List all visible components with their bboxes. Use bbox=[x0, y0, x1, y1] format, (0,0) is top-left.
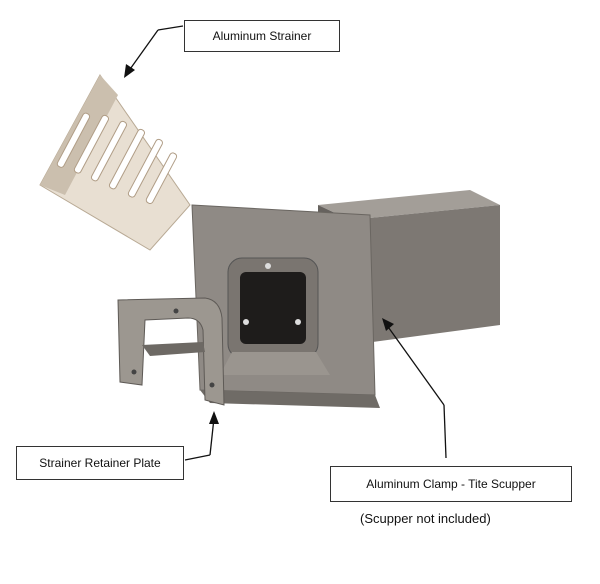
label-aluminum-strainer: Aluminum Strainer bbox=[184, 20, 340, 52]
arrowheads bbox=[124, 64, 394, 424]
label-aluminum-clamp-tite-scupper: Aluminum Clamp - Tite Scupper bbox=[330, 466, 572, 502]
retainer-plate-illustration bbox=[117, 297, 225, 406]
callout-arrows bbox=[127, 25, 447, 461]
strainer-illustration bbox=[39, 74, 191, 251]
scupper-not-included-note: (Scupper not included) bbox=[360, 511, 491, 526]
scupper-body bbox=[191, 190, 500, 408]
label-strainer-retainer-plate: Strainer Retainer Plate bbox=[16, 446, 184, 480]
